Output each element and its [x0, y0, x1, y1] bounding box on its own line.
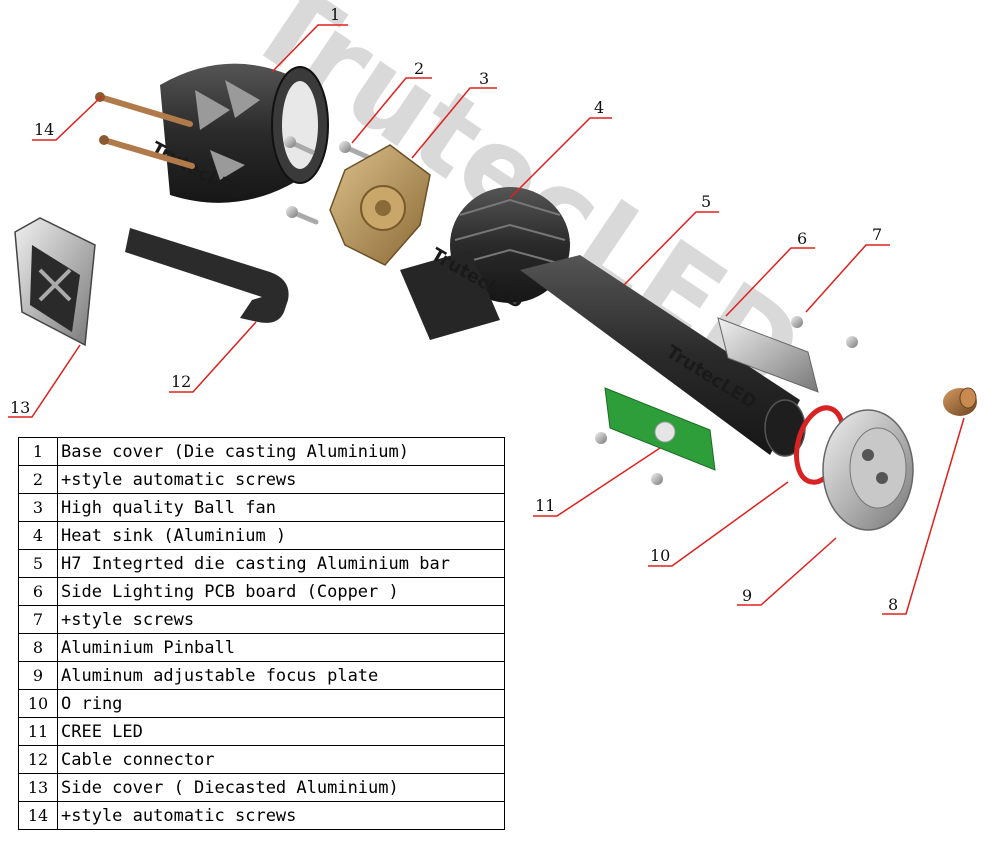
callout-numbers: 1 2 3 4 5 6 7 8 9 10 11 12 13 14	[10, 5, 898, 614]
part-name: Aluminium Pinball	[57, 633, 505, 662]
callout-1: 1	[330, 5, 340, 24]
part-number: 8	[18, 633, 58, 662]
leader-lines	[8, 24, 965, 615]
callout-7: 7	[872, 225, 882, 244]
callout-8: 8	[888, 595, 898, 614]
table-row: 2+style automatic screws	[18, 465, 505, 494]
small-screws	[284, 136, 373, 225]
part-number: 2	[18, 465, 58, 494]
cable-connector	[125, 228, 289, 323]
part-name: Side cover ( Diecasted Aluminium)	[57, 773, 505, 802]
part-name: CREE LED	[57, 717, 505, 746]
side-cover	[14, 217, 96, 347]
ball-fan	[329, 144, 431, 266]
aluminium-pinball	[943, 387, 977, 416]
part-name: Side Lighting PCB board (Copper )	[57, 577, 505, 606]
side-screws	[791, 316, 858, 348]
part-name: High quality Ball fan	[57, 493, 505, 522]
part-number: 1	[18, 437, 58, 466]
callout-2: 2	[414, 59, 424, 78]
part-name: O ring	[57, 689, 505, 718]
part-name: Aluminum adjustable focus plate	[57, 661, 505, 690]
callout-11: 11	[535, 496, 555, 515]
callout-14: 14	[34, 120, 54, 139]
part-number: 9	[18, 661, 58, 690]
focus-plate	[822, 409, 914, 531]
callout-10: 10	[650, 546, 670, 565]
part-number: 7	[18, 605, 58, 634]
table-row: 14+style automatic screws	[18, 801, 505, 830]
callout-9: 9	[742, 586, 752, 605]
callout-3: 3	[479, 69, 489, 88]
part-name: +style automatic screws	[57, 465, 505, 494]
long-screws	[95, 92, 195, 169]
base-cover: TrutecLED	[148, 63, 329, 204]
part-name: +style automatic screws	[57, 801, 505, 830]
part-number: 14	[18, 801, 58, 830]
table-row: 10 O ring	[18, 689, 505, 718]
callout-12: 12	[171, 372, 191, 391]
part-number: 4	[18, 521, 58, 550]
side-pcb-plate	[717, 317, 819, 393]
part-name: +style screws	[57, 605, 505, 634]
callout-5: 5	[701, 192, 711, 211]
heat-sink: TrutecLED	[400, 187, 570, 340]
callout-13: 13	[10, 398, 30, 417]
callout-4: 4	[594, 98, 604, 117]
part-number: 10	[18, 689, 58, 718]
part-number: 3	[18, 493, 58, 522]
cree-led-board	[595, 387, 716, 485]
table-row: 7+style screws	[18, 605, 505, 634]
part-name: H7 Integrted die casting Aluminium bar	[57, 549, 505, 578]
part-number: 12	[18, 745, 58, 774]
callout-6: 6	[797, 229, 807, 248]
part-name: Heat sink (Aluminium )	[57, 521, 505, 550]
part-name: Base cover (Die casting Aluminium)	[57, 437, 505, 466]
part-number: 5	[18, 549, 58, 578]
part-number: 6	[18, 577, 58, 606]
part-name: Cable connector	[57, 745, 505, 774]
part-number: 13	[18, 773, 58, 802]
part-number: 11	[18, 717, 58, 746]
